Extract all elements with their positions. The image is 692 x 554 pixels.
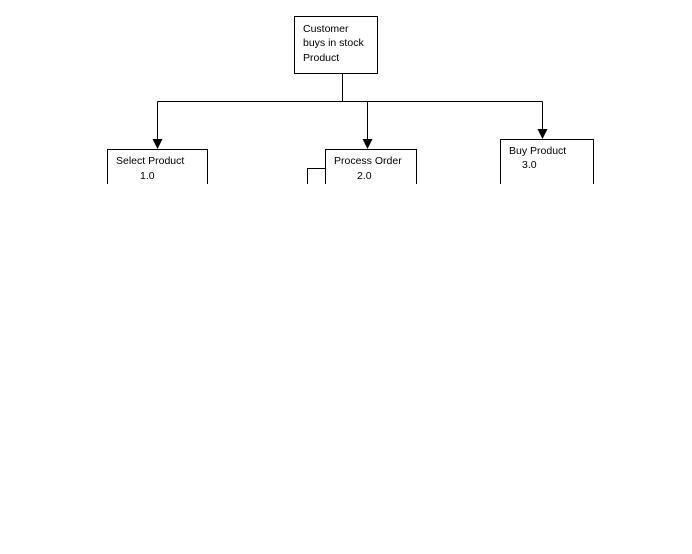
node-buy-product: Buy Product 3.0: [500, 139, 594, 184]
root-node-line-2: buys in stock: [303, 37, 364, 49]
root-node-line-3: Product: [303, 52, 339, 64]
root-node-line-1: Customer: [303, 23, 349, 35]
node-process-order-side-bracket: [307, 168, 326, 184]
node-select-product: Select Product 1.0: [107, 149, 208, 184]
connectors: [152, 73, 548, 149]
arrowhead-select-product: [152, 139, 163, 149]
root-node-box: [294, 16, 378, 74]
node-process-order-number: 2.0: [357, 170, 372, 182]
root-node: Customer buys in stock Product: [294, 16, 378, 74]
node-process-order: Process Order 2.0: [307, 149, 417, 184]
node-select-product-number: 1.0: [140, 170, 155, 182]
node-select-product-label: Select Product: [116, 155, 184, 167]
arrowhead-buy-product: [537, 129, 548, 139]
node-buy-product-number: 3.0: [522, 159, 537, 171]
node-process-order-outline: [325, 149, 417, 184]
node-select-product-outline: [107, 149, 208, 184]
node-buy-product-label: Buy Product: [509, 145, 566, 157]
node-buy-product-outline: [500, 139, 594, 184]
arrowhead-process-order: [362, 139, 373, 149]
node-process-order-label: Process Order: [334, 155, 402, 167]
